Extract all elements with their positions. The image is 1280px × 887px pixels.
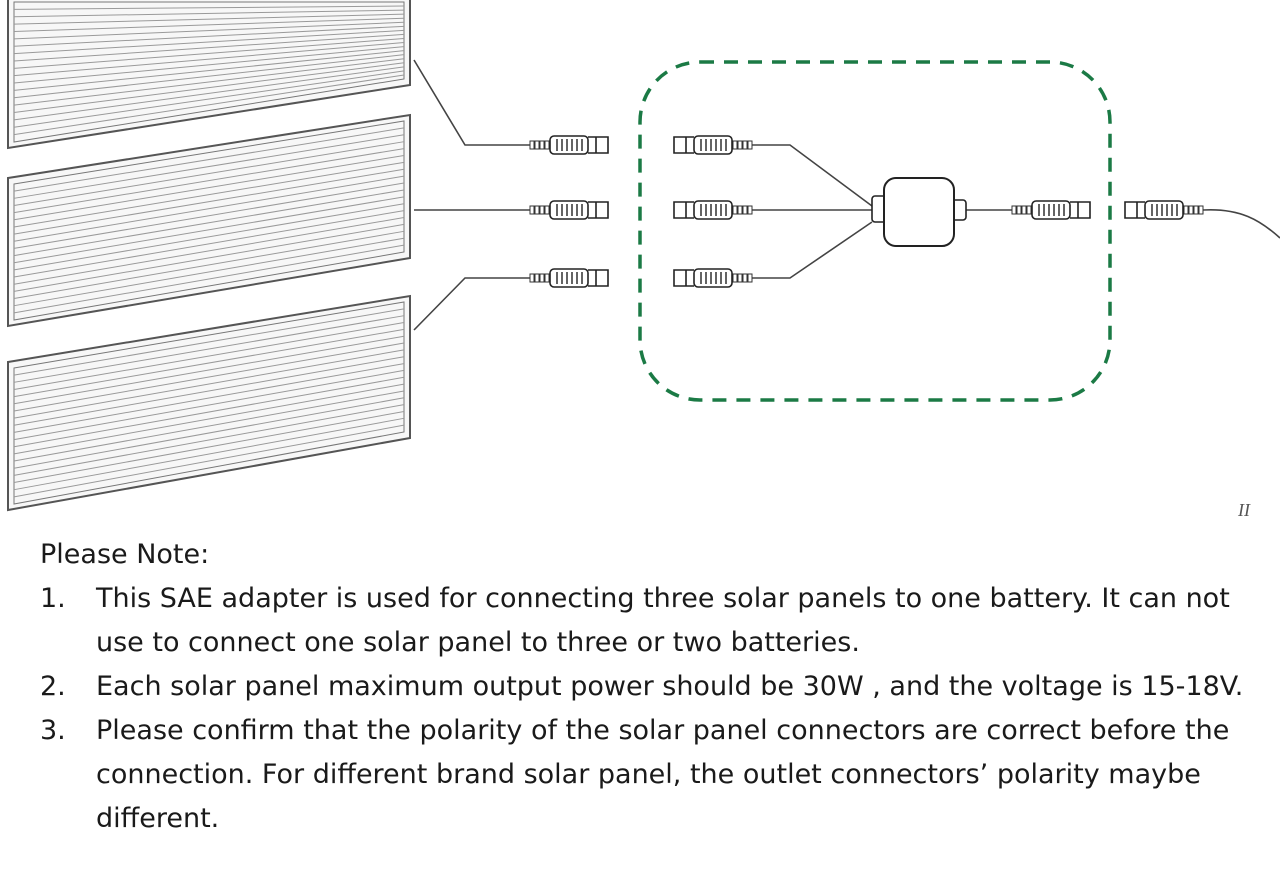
corner-mark: II (1238, 500, 1250, 520)
cable (752, 221, 873, 279)
sae-adapter-hub (871, 177, 967, 247)
note-item-number: 1. (40, 583, 66, 614)
note-section: Please Note: 1. This SAE adapter is used… (40, 533, 1280, 841)
solar-panel (7, 294, 411, 512)
solar-panel (7, 0, 411, 150)
wiring-diagram (7, 0, 1280, 512)
sae-connector (1124, 200, 1204, 220)
sae-connector (1011, 200, 1091, 220)
note-item-text: Each solar panel maximum output power sh… (96, 671, 1244, 702)
sae-connector (673, 268, 753, 288)
sae-connector (673, 200, 753, 220)
note-item-number: 2. (40, 671, 66, 702)
cable (413, 277, 530, 331)
solar-panel (7, 113, 411, 328)
sae-connector (529, 135, 609, 155)
note-item: 2. Each solar panel maximum output power… (40, 665, 1280, 709)
cable (413, 59, 530, 146)
note-item-number: 3. (40, 715, 66, 746)
note-list: 1. This SAE adapter is used for connecti… (40, 577, 1280, 841)
note-item-text: This SAE adapter is used for connecting … (96, 583, 1230, 658)
note-item-text: Please confirm that the polarity of the … (96, 715, 1230, 834)
sae-connector (673, 135, 753, 155)
sae-connector (529, 268, 609, 288)
cable (1202, 209, 1280, 239)
note-item: 1. This SAE adapter is used for connecti… (40, 577, 1280, 665)
cable (752, 144, 873, 207)
sae-connector (529, 200, 609, 220)
adapter-highlight-outline (638, 60, 1112, 402)
note-title: Please Note: (40, 539, 210, 570)
note-item: 3. Please confirm that the polarity of t… (40, 709, 1280, 841)
